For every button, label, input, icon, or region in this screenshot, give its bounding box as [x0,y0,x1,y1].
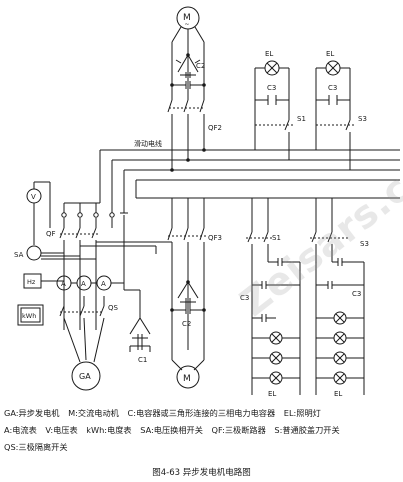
c3-4-label: C3 [352,290,361,298]
legend-qf: QF:三极断路器 [211,425,266,435]
energy-meter [17,304,44,326]
legend-a: A:电流表 [4,425,37,435]
generator-ga [71,361,101,391]
legend-v: V:电压表 [45,425,78,435]
legend-qs: QS:三极隔离开关 [4,442,68,452]
breaker-qf3 [167,227,208,241]
c1-label: C1 [138,356,147,364]
c3-3-label: C3 [240,294,249,302]
legend-el: EL:照明灯 [283,408,321,418]
legend-s: S:普通胶盖刀开关 [274,425,340,435]
ammeter-2-label: A [81,280,86,288]
s1-label: S1 [297,115,306,123]
legend-line-3: QS:三极隔离开关 [4,442,399,453]
breaker-qf2 [167,99,205,170]
s3-low-label: S3 [360,240,369,248]
lighting-branch-4 [310,198,365,395]
legend-c: C:电容器或三角形连接的三相电力电容器 [127,408,276,418]
qs-label: QS [108,304,119,312]
legend-kwh: kWh:电度表 [86,425,132,435]
figure-caption: 图4-63 异步发电机电路图 [152,468,251,478]
c3-1-label: C3 [267,84,276,92]
breaker-qf-main [59,218,98,330]
ammeter-1-label: A [61,280,66,288]
lighting-branch-2 [315,60,354,170]
isolator-qs [59,296,105,317]
sa-label: SA [14,251,24,259]
el-2-label: EL [326,50,334,58]
kwh-label: kWh [22,312,36,320]
qf3-label: QF3 [208,234,222,242]
s1-low-label: S1 [272,234,281,242]
legend-m: M:交流电动机 [68,408,119,418]
qf-main-label: QF [46,230,56,238]
motor-top-label: M [183,13,191,23]
lighting-branch-3 [246,198,301,395]
feeder-switches [61,202,128,218]
el-1-label: EL [265,50,273,58]
el-3-label: EL [268,390,276,398]
legend-line-2: A:电流表 V:电压表 kWh:电度表 SA:电压换相开关 QF:三极断路器 S… [4,425,399,436]
s3-label: S3 [358,115,367,123]
legend-line-1: GA:异步发电机 M:交流电动机 C:电容器或三角形连接的三相电力电容器 EL:… [4,408,399,419]
cap-bottom-label: C2 [182,320,191,328]
capacitor-bank-c2-top [170,53,206,89]
lighting-branch-1 [254,60,293,160]
qf2-label: QF2 [208,124,222,132]
bus-label: 滑动电线 [134,139,162,148]
motor-bottom [176,365,200,389]
ga-label: GA [79,372,91,381]
motor-bottom-label: M [183,374,191,384]
circuit-diagram: M ~ C2 [14,6,400,398]
bus-bars [100,148,400,199]
capacitor-bank-c1 [124,289,151,352]
el-4-label: EL [334,390,342,398]
hz-label: Hz [27,278,36,286]
voltage-selector-sa [26,245,96,261]
cap-top-label: C2 [196,62,205,70]
ammeter-3-label: A [101,280,106,288]
motor-top-symbol: ~ [185,21,190,28]
voltmeter-label: V [31,193,36,201]
legend-ga: GA:异步发电机 [4,408,60,418]
capacitor-bank-c2-bottom [170,280,206,314]
c3-2-label: C3 [328,84,337,92]
legend-sa: SA:电压换相开关 [140,425,203,435]
